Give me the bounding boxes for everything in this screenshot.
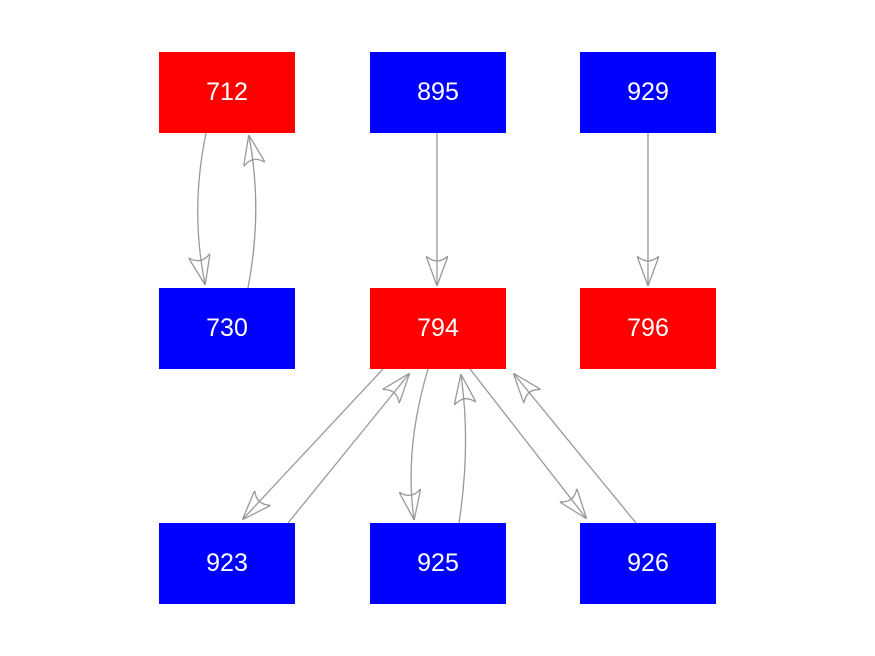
edge-926-794	[514, 374, 637, 524]
graph-node-929: 929	[580, 52, 716, 133]
node-label: 926	[627, 549, 669, 577]
node-label: 796	[627, 314, 669, 342]
node-label: 923	[206, 549, 248, 577]
edge-925-794	[459, 375, 466, 524]
edge-712-730	[198, 132, 206, 284]
edge-923-794	[287, 374, 409, 524]
node-label: 794	[417, 314, 459, 342]
graph-node-895: 895	[370, 52, 506, 133]
edge-794-926	[469, 368, 586, 518]
graph-node-730: 730	[159, 288, 295, 369]
node-label: 730	[206, 314, 248, 342]
node-label: 895	[417, 78, 459, 106]
graph-node-794: 794	[370, 288, 506, 369]
graph-node-923: 923	[159, 523, 295, 604]
edge-794-923	[243, 368, 384, 519]
graph-node-925: 925	[370, 523, 506, 604]
graph-node-796: 796	[580, 288, 716, 369]
graph-node-926: 926	[580, 523, 716, 604]
graph-node-712: 712	[159, 52, 295, 133]
edge-730-712	[248, 136, 256, 289]
node-label: 925	[417, 549, 459, 577]
edge-794-925	[411, 368, 429, 519]
node-label: 929	[627, 78, 669, 106]
node-label: 712	[206, 78, 248, 106]
